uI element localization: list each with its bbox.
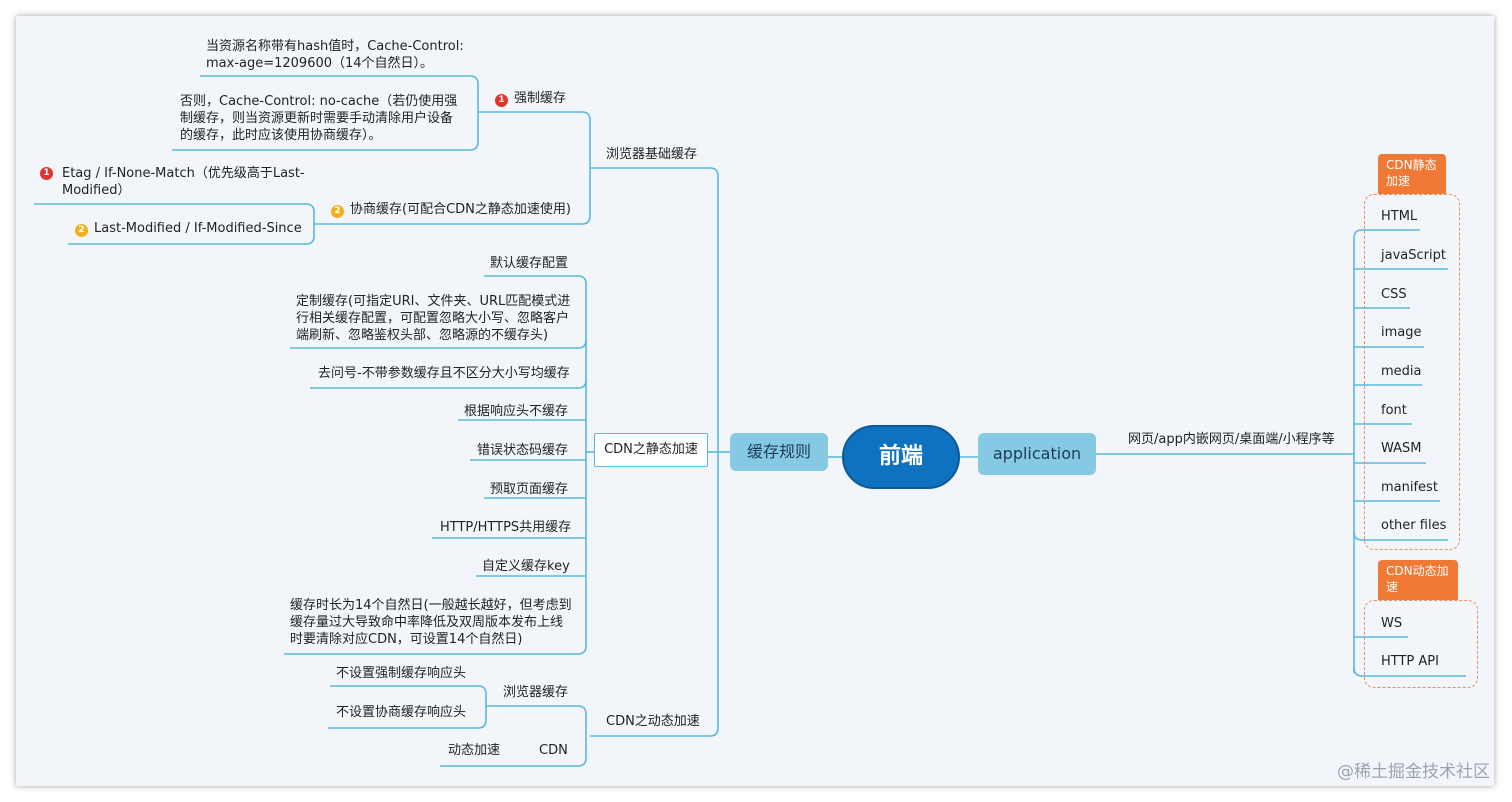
priority-1-icon: 1 [40, 167, 53, 180]
browser-basic-cache-node[interactable]: 浏览器基础缓存 [606, 147, 698, 162]
static-asset-item[interactable]: javaScript [1381, 248, 1446, 263]
application-subtitle-node[interactable]: 网页/app内嵌网页/桌面端/小程序等 [1128, 432, 1335, 447]
cdn-static-item[interactable]: 默认缓存配置 [490, 256, 569, 271]
cdn-dynamic-node[interactable]: CDN之动态加速 [606, 714, 700, 729]
watermark: @稀土掘金技术社区 [1337, 762, 1490, 782]
cdn-static-item[interactable]: 缓存时长为14个自然日(一般越长越好，但考虑到缓存量过大导致命中率降低及双周版本… [290, 598, 572, 647]
dynamic-cdn-item[interactable]: 动态加速 [448, 743, 501, 758]
static-asset-item[interactable]: font [1381, 403, 1407, 418]
dynamic-item[interactable]: HTTP API [1381, 654, 1439, 669]
priority-2-icon: 2 [75, 224, 88, 237]
cdn-static-group-label[interactable]: CDN静态加速 [1378, 154, 1446, 194]
dynamic-browser-item[interactable]: 不设置协商缓存响应头 [336, 705, 467, 720]
cdn-static-item[interactable]: 错误状态码缓存 [477, 443, 569, 458]
dynamic-browser-item[interactable]: 不设置强制缓存响应头 [336, 666, 467, 681]
cdn-static-item[interactable]: 定制缓存(可指定URI、文件夹、URL匹配模式进行相关缓存配置，可配置忽略大小写… [296, 294, 571, 343]
application-node[interactable]: application [978, 433, 1096, 475]
cache-rules-node[interactable]: 缓存规则 [730, 433, 828, 471]
cdn-static-item[interactable]: 预取页面缓存 [490, 482, 569, 497]
strong-cache-item-no-cache[interactable]: 否则，Cache-Control: no-cache（若仍使用强制缓存，则当资源… [180, 94, 458, 143]
static-asset-item[interactable]: other files [1381, 518, 1447, 533]
cdn-static-item[interactable]: 去问号-不带参数缓存且不区分大小写均缓存 [318, 366, 570, 381]
cdn-dynamic-group-label[interactable]: CDN动态加速 [1378, 560, 1458, 600]
dynamic-browser-cache-node[interactable]: 浏览器缓存 [503, 685, 569, 700]
cdn-static-item[interactable]: 根据响应头不缓存 [464, 404, 569, 419]
static-asset-item[interactable]: WASM [1381, 441, 1422, 456]
static-asset-item[interactable]: media [1381, 364, 1422, 379]
cdn-dynamic-group-frame [1364, 600, 1478, 688]
static-asset-item[interactable]: HTML [1381, 209, 1418, 224]
cdn-static-item[interactable]: 自定义缓存key [482, 559, 570, 574]
strong-cache-item-hash[interactable]: 当资源名称带有hash值时，Cache-Control: max-age=120… [206, 39, 464, 71]
root-node[interactable]: 前端 [842, 425, 960, 489]
static-asset-item[interactable]: image [1381, 325, 1422, 340]
static-asset-item[interactable]: CSS [1381, 287, 1407, 302]
priority-2-icon: 2 [331, 205, 344, 218]
priority-1-icon: 1 [495, 94, 508, 107]
static-asset-item[interactable]: manifest [1381, 480, 1438, 495]
cdn-static-group-frame [1364, 194, 1460, 550]
cdn-static-item[interactable]: HTTP/HTTPS共用缓存 [440, 520, 572, 535]
dynamic-item[interactable]: WS [1381, 616, 1403, 631]
cdn-static-node[interactable]: CDN之静态加速 [594, 433, 708, 467]
dynamic-cdn-node[interactable]: CDN [539, 743, 568, 758]
